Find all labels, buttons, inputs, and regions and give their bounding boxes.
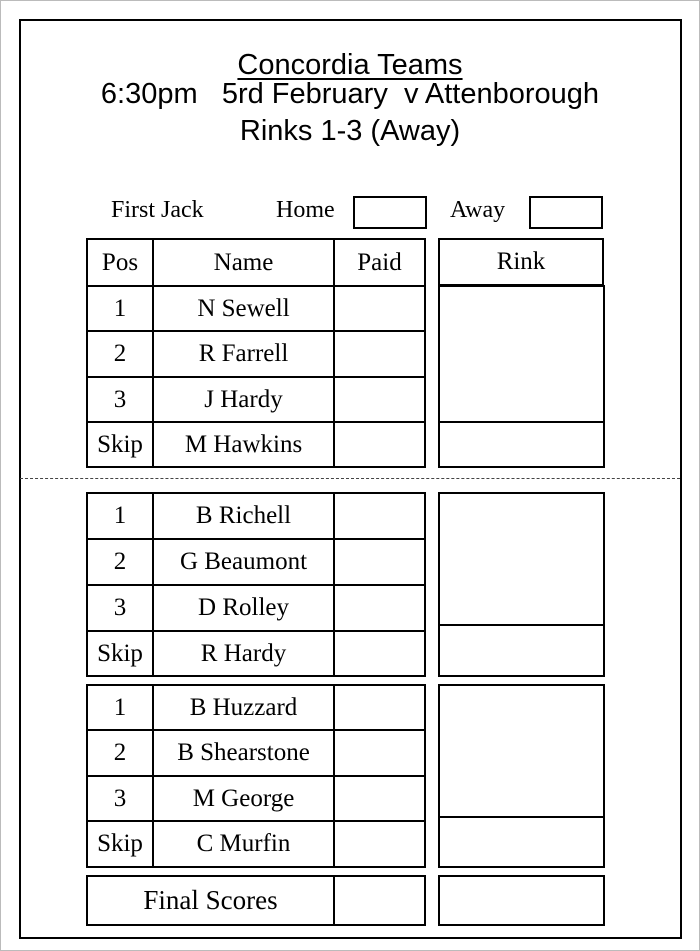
player-paid-cell[interactable] — [333, 285, 426, 332]
player-pos: 2 — [86, 729, 154, 777]
player-paid-cell[interactable] — [333, 376, 426, 423]
header-name: Name — [152, 238, 335, 287]
player-paid-cell[interactable] — [333, 330, 426, 378]
header-pos: Pos — [86, 238, 154, 287]
player-name: J Hardy — [152, 376, 335, 423]
player-paid-cell[interactable] — [333, 729, 426, 777]
player-pos: 3 — [86, 584, 154, 632]
player-pos: 3 — [86, 376, 154, 423]
first-jack-label: First Jack — [111, 197, 204, 223]
player-pos: 1 — [86, 684, 154, 731]
rink-total-box[interactable] — [438, 421, 605, 468]
player-paid-cell[interactable] — [333, 492, 426, 540]
sheet-title: Concordia Teams — [0, 48, 700, 82]
player-pos: 3 — [86, 775, 154, 822]
player-paid-cell[interactable] — [333, 820, 426, 868]
away-label: Away — [450, 197, 506, 223]
home-first-jack-box[interactable] — [353, 196, 427, 229]
player-pos: Skip — [86, 421, 154, 468]
divider-dashed — [20, 478, 680, 479]
final-score-rink-box[interactable] — [438, 875, 605, 926]
player-pos: Skip — [86, 820, 154, 868]
match-details: 6:30pm 5rd February v Attenborough — [100, 78, 600, 110]
player-name: D Rolley — [152, 584, 335, 632]
player-pos: 1 — [86, 492, 154, 540]
player-name: B Shearstone — [152, 729, 335, 777]
player-name: M George — [152, 775, 335, 822]
rink-total-box[interactable] — [438, 816, 605, 868]
home-label: Home — [276, 197, 335, 223]
player-name: B Huzzard — [152, 684, 335, 731]
title-text: Concordia Teams — [237, 49, 463, 81]
player-name: M Hawkins — [152, 421, 335, 468]
player-paid-cell[interactable] — [333, 421, 426, 468]
player-paid-cell[interactable] — [333, 630, 426, 677]
team-sheet — [19, 19, 682, 939]
header-paid: Paid — [333, 238, 426, 287]
rink-total-box[interactable] — [438, 624, 605, 677]
rink-score-box[interactable] — [438, 285, 605, 423]
final-score-paid-box[interactable] — [333, 875, 426, 926]
player-name: G Beaumont — [152, 538, 335, 586]
rinks-line: Rinks 1-3 (Away) — [239, 115, 461, 147]
player-pos: Skip — [86, 630, 154, 677]
player-pos: 1 — [86, 285, 154, 332]
player-name: R Hardy — [152, 630, 335, 677]
player-name: C Murfin — [152, 820, 335, 868]
away-first-jack-box[interactable] — [529, 196, 603, 229]
player-name: N Sewell — [152, 285, 335, 332]
player-paid-cell[interactable] — [333, 538, 426, 586]
player-paid-cell[interactable] — [333, 775, 426, 822]
header-rink: Rink — [438, 238, 604, 286]
player-paid-cell[interactable] — [333, 684, 426, 731]
rink-score-box[interactable] — [438, 492, 605, 626]
player-pos: 2 — [86, 538, 154, 586]
player-paid-cell[interactable] — [333, 584, 426, 632]
player-name: B Richell — [152, 492, 335, 540]
player-pos: 2 — [86, 330, 154, 378]
player-name: R Farrell — [152, 330, 335, 378]
rink-score-box[interactable] — [438, 684, 605, 818]
final-scores-label: Final Scores — [86, 875, 335, 926]
